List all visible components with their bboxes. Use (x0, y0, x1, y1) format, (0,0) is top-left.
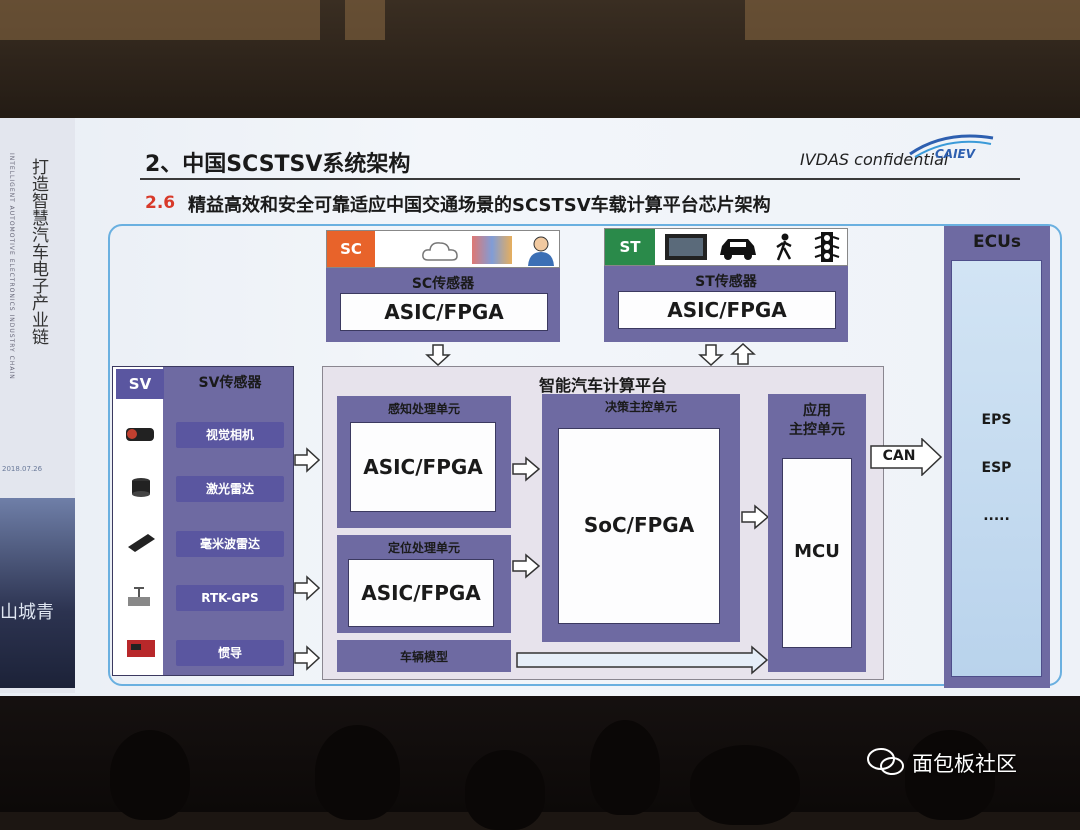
sc-sensor-label: SC传感器 (411, 276, 475, 292)
localization-label: 定位处理单元 (387, 541, 460, 555)
perception-label: 感知处理单元 (387, 402, 460, 416)
can-label: CAN (882, 448, 916, 464)
sv-tag (116, 369, 164, 399)
person-icon (528, 236, 554, 266)
sv-device-column (113, 367, 165, 675)
car-icon (720, 239, 756, 260)
side-date: 2018.07.26 (2, 465, 43, 473)
arrow-down-icon (698, 344, 724, 366)
title-divider (140, 178, 1020, 180)
audience-head (315, 725, 400, 820)
logo-text: CAIEV (935, 147, 977, 161)
sv-item-lidar: 激光雷达 (176, 476, 284, 502)
camera-icon (126, 428, 154, 441)
audience-head (905, 730, 995, 820)
diagram-frame (108, 224, 1062, 686)
caiev-logo: CAIEV (909, 134, 994, 161)
perception-chip-box (350, 422, 496, 512)
decision-chip-label: SoC/FPGA (583, 513, 695, 537)
subtitle-number: 2.6 (145, 193, 176, 213)
ceiling-light (345, 0, 385, 40)
sc-chip-label: ASIC/FPGA (384, 300, 504, 324)
st-chip-label: ASIC/FPGA (667, 298, 787, 322)
sv-item-radar: 毫米波雷达 (176, 531, 284, 557)
side-city-image (0, 498, 75, 688)
arrow-right-icon (294, 447, 320, 473)
ecu-item-esp: ESP (981, 460, 1012, 476)
vehicle-model-box (337, 640, 511, 672)
slide-subtitle: 精益高效和安全可靠适应中国交通场景的SCSTSV车载计算平台芯片架构 (188, 195, 771, 216)
slide-title: 2、中国SCSTSV系统架构 (145, 152, 411, 177)
sc-tag (327, 231, 375, 267)
mcu-chip-label: MCU (794, 541, 840, 562)
st-chip-box (618, 291, 836, 329)
watermark-text: 面包板社区 (912, 752, 1017, 776)
decision-chip-box (558, 428, 720, 624)
mcu-chip-box (782, 458, 852, 648)
arrow-right-icon (512, 456, 540, 482)
st-sensor-label: ST传感器 (695, 274, 757, 290)
wechat-icon (867, 748, 904, 775)
side-vertical-title: 打造智慧汽车电子产业链 (28, 158, 48, 345)
ecu-item-more: ..... (983, 508, 1010, 524)
ceiling-background (0, 0, 1080, 120)
audience-head (465, 750, 545, 830)
traffic-light-icon (814, 232, 840, 262)
sv-item-gps: RTK-GPS (176, 585, 284, 611)
ceiling-light (745, 0, 1080, 40)
ecu-item-eps: EPS (981, 412, 1012, 428)
st-tag-label: ST (619, 238, 641, 256)
application-label-line2: 主控单元 (789, 422, 845, 438)
sc-chip-box (340, 293, 548, 331)
arrow-right-long-icon (516, 645, 768, 675)
arrow-right-icon (294, 575, 320, 601)
can-arrow-icon (870, 438, 942, 476)
localization-chip-box (348, 559, 494, 627)
ceiling-light (0, 0, 320, 40)
gps-icon (128, 587, 150, 606)
vehicle-model-label: 车辆模型 (399, 650, 448, 664)
display-icon (665, 234, 707, 260)
cloud-icon (422, 242, 458, 261)
pedestrian-icon (776, 233, 792, 261)
slide-side-banner: 打造智慧汽车电子产业链 INTELLIGENT AUTOMOTIVE ELECT… (0, 118, 75, 693)
perception-chip-label: ASIC/FPGA (363, 455, 483, 479)
lidar-icon (132, 478, 150, 497)
st-tag (605, 229, 655, 265)
ecus-list (951, 260, 1042, 677)
audience-background (0, 690, 1080, 830)
arrow-right-icon (294, 645, 320, 671)
sv-sensor-label: SV传感器 (198, 375, 262, 391)
audience-head (690, 745, 800, 825)
application-label-line1: 应用 (803, 403, 831, 419)
arrow-down-icon (425, 344, 451, 366)
arrow-up-icon (730, 343, 756, 365)
decision-label: 决策主控单元 (604, 400, 677, 414)
arrow-right-icon (512, 553, 540, 579)
imu-icon (127, 640, 155, 657)
localization-chip-label: ASIC/FPGA (361, 581, 481, 605)
audience-head (590, 720, 660, 815)
sv-item-imu: 惯导 (176, 640, 284, 666)
sc-tag-label: SC (340, 240, 362, 258)
ecus-title: ECUs (972, 232, 1021, 252)
sv-tag-label: SV (128, 375, 152, 393)
city-icon (472, 236, 512, 264)
side-calligraphy: 山城青 (0, 602, 54, 623)
side-vertical-subtitle: INTELLIGENT AUTOMOTIVE ELECTRONICS INDUS… (8, 153, 15, 380)
arrow-right-icon (741, 504, 769, 530)
platform-title: 智能汽车计算平台 (538, 376, 667, 395)
audience-head (110, 730, 190, 820)
sv-item-camera: 视觉相机 (176, 422, 284, 448)
radar-icon (128, 534, 155, 552)
